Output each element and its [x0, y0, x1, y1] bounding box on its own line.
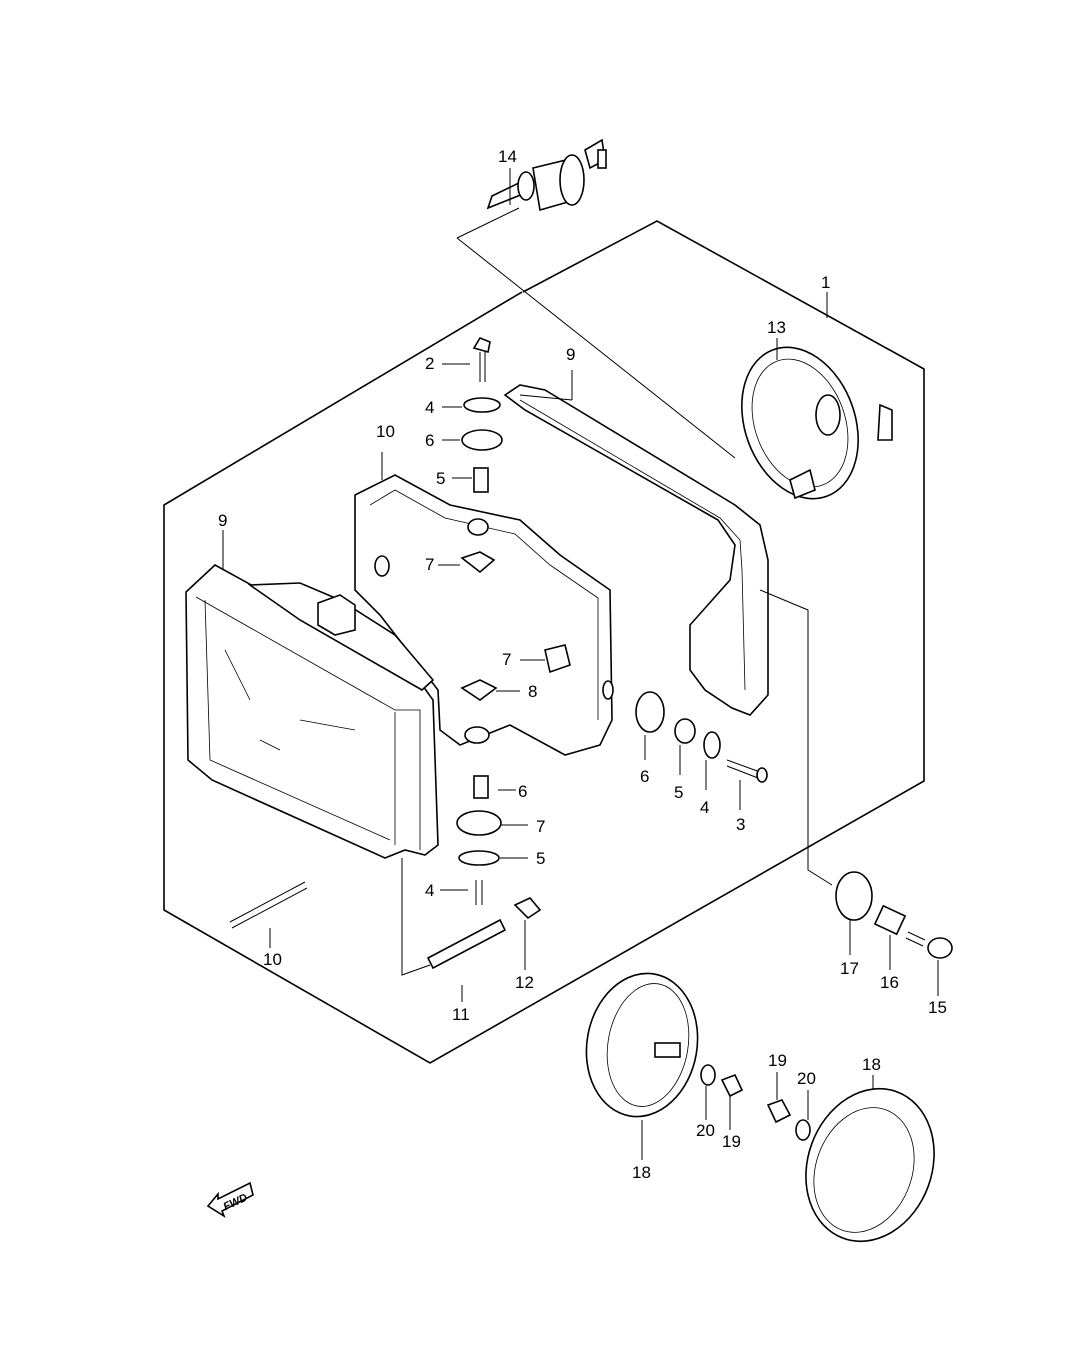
callout-label: 19: [768, 1051, 787, 1070]
callout-label: 4: [425, 398, 434, 417]
callout-label: 17: [840, 959, 859, 978]
callout-label: 13: [767, 318, 786, 337]
callout-label: 5: [436, 469, 445, 488]
callout-labels: 1 9 10 2 3 4 4 4 5 5 5 6 6 6 7 7 7 8 9 1…: [218, 147, 947, 1182]
headlamp-unit-part: [185, 564, 439, 859]
callout-label: 18: [632, 1163, 651, 1182]
fwd-direction-arrow: FWD: [206, 1181, 254, 1218]
leader-lines: [222, 168, 939, 1160]
callout-label: 14: [498, 147, 517, 166]
callout-label: 6: [425, 431, 434, 450]
assembly-outline: [163, 207, 925, 1064]
callout-label: 11: [452, 1005, 470, 1024]
callout-label: 9: [218, 511, 227, 530]
callout-label: 4: [425, 881, 434, 900]
callout-label: 20: [797, 1069, 816, 1088]
callout-label: 19: [722, 1132, 741, 1151]
callout-label: 8: [528, 682, 537, 701]
callout-label: 10: [263, 950, 282, 969]
callout-label: 6: [640, 767, 649, 786]
bulb-part: [486, 138, 607, 212]
callout-label: 15: [928, 998, 947, 1017]
callout-label: 12: [515, 973, 534, 992]
callout-label: 18: [862, 1055, 881, 1074]
cover-parts: [585, 972, 935, 1243]
mount-bolt-parts: [835, 871, 953, 959]
callout-label: 1: [821, 273, 830, 292]
callout-label: 3: [736, 815, 745, 834]
callout-label: 7: [536, 817, 545, 836]
callout-label: 2: [425, 354, 434, 373]
housing-frame-part: [503, 384, 769, 716]
callout-label: 5: [674, 783, 683, 802]
hardware-parts: [229, 337, 768, 970]
callout-label: 5: [536, 849, 545, 868]
callout-label: 9: [566, 345, 575, 364]
callout-label: 7: [502, 650, 511, 669]
socket-cup-part: [741, 346, 893, 500]
callout-label: 7: [425, 555, 434, 574]
callout-label: 4: [700, 798, 709, 817]
callout-label: 20: [696, 1121, 715, 1140]
callout-label: 6: [518, 782, 527, 801]
callout-label: 16: [880, 973, 899, 992]
callout-label: 10: [376, 422, 395, 441]
